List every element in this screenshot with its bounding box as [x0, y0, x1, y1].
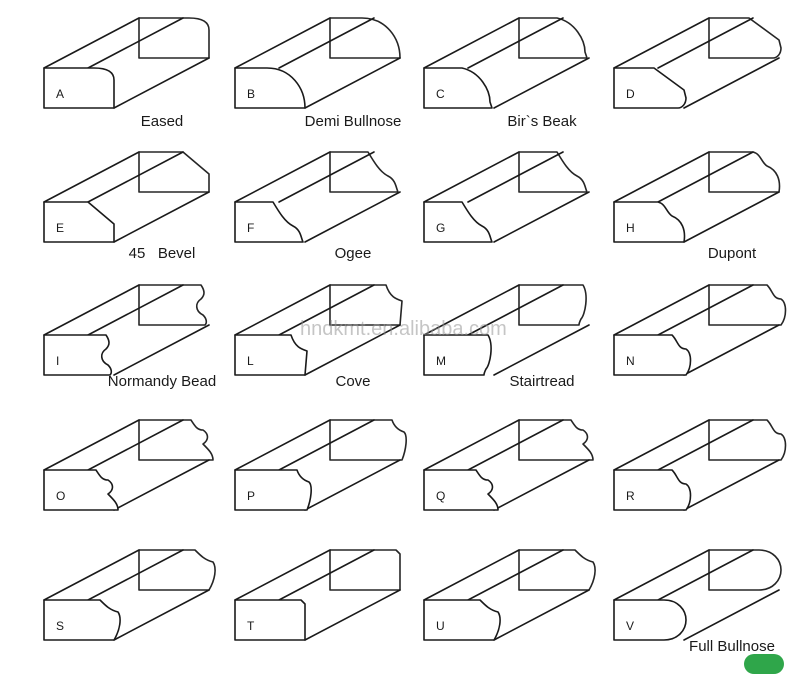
profile-letter: I [56, 354, 59, 368]
chat-badge[interactable] [744, 654, 784, 674]
profile-l: L [233, 283, 403, 398]
profile-b: B [233, 16, 403, 131]
profile-letter: F [247, 221, 254, 235]
profile-letter: P [247, 489, 255, 503]
profile-a: A [42, 16, 212, 131]
profile-i: I [42, 283, 212, 398]
profile-letter: E [56, 221, 64, 235]
profile-caption: Eased [140, 113, 184, 130]
profile-caption: Bir`s Beak [507, 113, 577, 130]
profile-c: C [422, 16, 592, 131]
profile-t: T [233, 548, 403, 663]
profile-letter: S [56, 619, 64, 633]
profile-letter: Q [436, 489, 445, 503]
profile-g: G [422, 150, 592, 265]
profile-m: M [422, 283, 592, 398]
profile-u: U [422, 548, 596, 663]
profile-caption: Normandy Bead [107, 373, 217, 390]
profile-caption: 45 Bevel [128, 245, 196, 262]
profile-letter: N [626, 354, 635, 368]
profile-letter: R [626, 489, 635, 503]
profile-letter: T [247, 619, 255, 633]
profile-caption: Stairtread [509, 373, 575, 390]
profile-v: V [612, 548, 782, 663]
profile-caption: Demi Bullnose [304, 113, 402, 130]
profile-letter: V [626, 619, 634, 633]
profile-p: P [233, 418, 407, 533]
profile-s: S [42, 548, 216, 663]
profile-e: E [42, 150, 212, 265]
profile-caption: Full Bullnose [689, 638, 775, 655]
profile-letter: L [247, 354, 254, 368]
profile-letter: M [436, 354, 446, 368]
profile-n: N [612, 283, 787, 398]
profile-r: R [612, 418, 787, 533]
profile-q: Q [422, 418, 594, 533]
profile-letter: D [626, 87, 635, 101]
profile-letter: O [56, 489, 65, 503]
profile-d: D [612, 16, 782, 131]
profile-f: F [233, 150, 403, 265]
profile-letter: A [56, 87, 64, 101]
profile-letter: U [436, 619, 445, 633]
profile-h: H [612, 150, 782, 265]
profile-o: O [42, 418, 214, 533]
profile-caption: Ogee [334, 245, 372, 262]
profile-letter: B [247, 87, 255, 101]
watermark-text: hndkmt.en.alibaba.com [300, 318, 507, 340]
profile-letter: C [436, 87, 445, 101]
profile-caption: Dupont [707, 245, 757, 262]
profile-caption: Cove [335, 373, 371, 390]
profile-letter: G [436, 221, 445, 235]
profile-letter: H [626, 221, 635, 235]
